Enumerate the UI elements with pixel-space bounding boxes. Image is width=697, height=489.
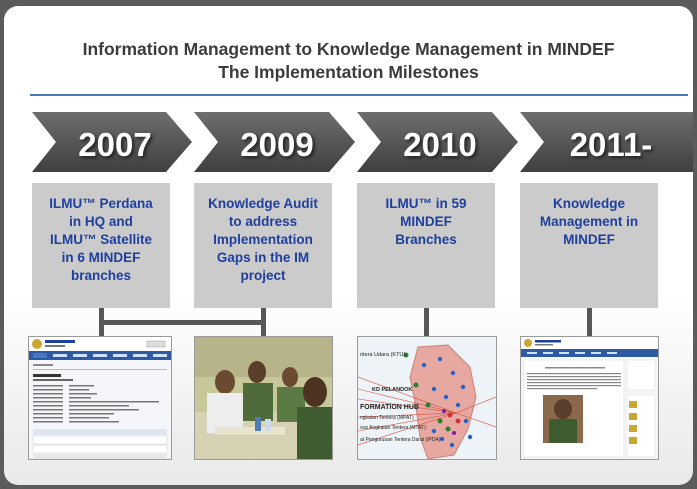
year-2010: 2010: [403, 126, 477, 163]
title-rule: [30, 94, 688, 96]
branches-map: ntera Udara (KTU) KD PELANDOK FORMATION …: [357, 336, 497, 460]
milestone-box-2009: Knowledge Audit to address Implementatio…: [194, 183, 332, 308]
box-line: branches: [70, 268, 132, 283]
timeline-arrows: [32, 112, 693, 172]
slide-title: Information Management to Knowledge Mana…: [4, 38, 693, 84]
map-label-top: ntera Udara (KTU): [360, 352, 405, 358]
portal-screenshot-graphic: [521, 337, 658, 459]
map-label-l3: at Pengurusan Tentera Darat (IPDA): [360, 437, 441, 443]
knowledge-audit-photo: [194, 336, 333, 460]
slide: Information Management to Knowledge Mana…: [4, 6, 693, 485]
box-line: MINDEF: [563, 232, 615, 247]
arrow-2009: [194, 112, 355, 172]
map-label-mid: KD PELANDOK: [372, 387, 412, 393]
map-label-hub: FORMATION HUB: [360, 404, 419, 411]
year-2007: 2007: [78, 126, 152, 163]
box-line: Implementation: [213, 232, 313, 247]
box-line: ILMU™ Perdana: [49, 196, 153, 211]
map-graphic: ntera Udara (KTU) KD PELANDOK FORMATION …: [358, 337, 496, 459]
milestone-box-2010: ILMU™ in 59 MINDEF Branches: [357, 183, 495, 308]
box-line: project: [240, 268, 286, 283]
arrow-2011: [520, 112, 693, 172]
box-line: ILMU™ in 59: [385, 196, 467, 211]
year-2011: 2011-: [569, 126, 653, 163]
arrow-2010: [357, 112, 518, 172]
box-line: in 6 MINDEF: [61, 250, 141, 265]
map-label-l2: ous Angkatan Tentera (MTAT): [360, 425, 426, 431]
milestone-box-2011: Knowledge Management in MINDEF: [520, 183, 658, 308]
title-line-1: Information Management to Knowledge Mana…: [82, 39, 615, 59]
connector-2011: [587, 308, 592, 336]
box-line: Gaps in the IM: [216, 250, 310, 265]
library-system-screenshot: [28, 336, 172, 460]
box-line: MINDEF: [400, 214, 452, 229]
arrow-2007: [32, 112, 192, 172]
box-line: Knowledge: [552, 196, 625, 211]
box-line: in HQ and: [69, 214, 133, 229]
box-line: to address: [228, 214, 298, 229]
title-line-2: The Implementation Milestones: [218, 62, 479, 82]
box-line: Knowledge Audit: [208, 196, 318, 211]
library-screenshot-graphic: [29, 337, 171, 459]
year-2009: 2009: [240, 126, 314, 163]
map-label-l1: ngkatan Tentera (MPAT): [360, 415, 414, 421]
box-line: ILMU™ Satellite: [49, 232, 152, 247]
connector-bridge: [99, 320, 266, 325]
meeting-photo-graphic: [195, 337, 332, 459]
box-line: Branches: [395, 232, 457, 247]
connector-2010: [424, 308, 429, 336]
milestone-box-2007: ILMU™ Perdana in HQ and ILMU™ Satellite …: [32, 183, 170, 308]
km-portal-screenshot: [520, 336, 659, 460]
box-line: Management in: [539, 214, 639, 229]
